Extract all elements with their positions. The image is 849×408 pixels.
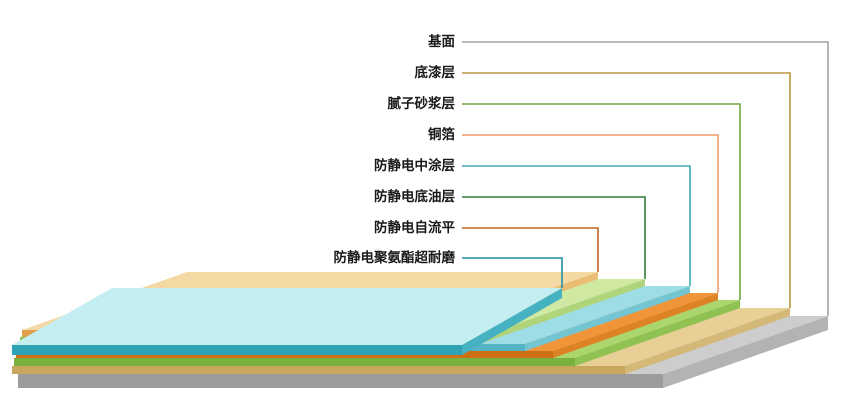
leader-line [462,227,599,272]
leader-line [462,134,719,293]
layer-right-edge [663,316,828,388]
layer-label: 防静电自流平 [374,220,455,235]
layer-label: 铜箔 [428,127,455,142]
layer-right-edge [462,288,562,355]
layer-surface [12,288,562,345]
leader-line [462,165,691,286]
layer-label: 防静电聚氨酯超耐磨 [333,250,456,265]
layer-front-edge [14,358,575,366]
layer-label: 防静电底油层 [374,189,455,204]
layer-right-edge [525,286,690,351]
leader-line [462,257,563,288]
leader-line [462,196,646,279]
leader-line [462,103,741,300]
layer-label: 基面 [428,34,455,49]
layer-front-edge [18,374,663,388]
layer-front-edge [12,345,462,355]
layer-right-edge [480,279,645,344]
leader-line [462,41,829,316]
layer-label: 腻子砂浆层 [387,96,456,111]
layer-right-edge [553,293,718,358]
leader-line [462,72,791,308]
layer-right-edge [625,308,790,374]
layer-front-edge [12,366,625,374]
layer-label: 防静电中涂层 [374,158,455,173]
layer-right-edge [575,300,740,366]
layer-label: 底漆层 [414,65,456,80]
